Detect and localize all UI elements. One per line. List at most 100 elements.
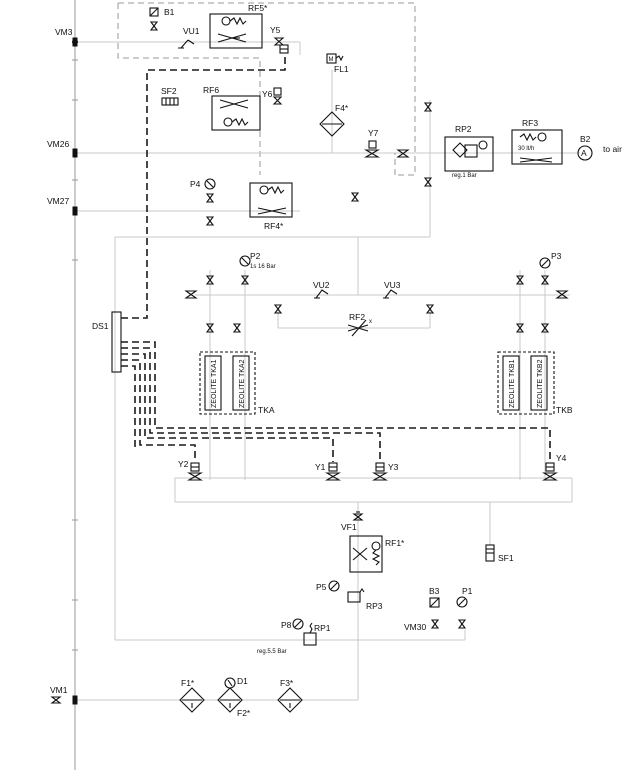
rf4-flow-regulator bbox=[249, 182, 293, 218]
bypass-valves[interactable] bbox=[396, 102, 433, 187]
d1-label: D1 bbox=[237, 676, 248, 686]
vm3-label: VM3 bbox=[55, 27, 73, 37]
tkb-tank-group bbox=[497, 351, 555, 415]
tka-label: TKA bbox=[258, 405, 275, 415]
tkb-label: TKB bbox=[556, 405, 573, 415]
ds1-label: DS1 bbox=[92, 321, 109, 331]
vm27-label: VM27 bbox=[47, 196, 69, 206]
f4-filter-icon bbox=[319, 111, 345, 137]
p5-gauge-icon bbox=[328, 580, 340, 592]
fl1-label: FL1 bbox=[334, 64, 349, 74]
y2-label: Y2 bbox=[178, 459, 189, 469]
tka2-label: ZEOLITE TKA2 bbox=[239, 359, 246, 408]
p3-label: P3 bbox=[551, 251, 562, 261]
y7-label: Y7 bbox=[368, 128, 379, 138]
rf2-x: x bbox=[369, 319, 372, 325]
rp1-label: RP1 bbox=[314, 623, 331, 633]
rp2-setting: reg.1 Bar bbox=[452, 173, 477, 179]
vm27-valve[interactable] bbox=[72, 206, 78, 216]
control-lines-dashed bbox=[121, 55, 551, 462]
rp1-pressure-regulator bbox=[303, 622, 317, 646]
y2-solenoid-valve[interactable] bbox=[186, 462, 204, 481]
vf1-flow-valve-icon bbox=[352, 511, 364, 521]
f4-label: F4* bbox=[335, 103, 349, 113]
fl1-flow-sensor-icon: M bbox=[326, 53, 344, 64]
f2-label: F2* bbox=[237, 708, 251, 718]
p8-label: P8 bbox=[281, 620, 292, 630]
rf3-setting: 30 lt/h bbox=[518, 146, 534, 152]
vm26-label: VM26 bbox=[47, 139, 69, 149]
vu1-label: VU1 bbox=[183, 26, 200, 36]
rf4-side-valves[interactable] bbox=[350, 192, 360, 202]
piping bbox=[75, 41, 580, 701]
rp2-pressure-regulator bbox=[444, 136, 494, 172]
y1-solenoid-valve[interactable] bbox=[324, 462, 342, 481]
y4-label: Y4 bbox=[556, 453, 567, 463]
rf6-label: RF6 bbox=[203, 85, 219, 95]
p8-gauge-icon bbox=[292, 618, 304, 630]
upper-valve-row[interactable] bbox=[184, 275, 569, 333]
tkb2-label: ZEOLITE TKB2 bbox=[537, 359, 544, 408]
vm3-valve[interactable] bbox=[72, 37, 78, 47]
ds1-manifold bbox=[111, 311, 122, 373]
vm30-label: VM30 bbox=[404, 622, 426, 632]
b3-label: B3 bbox=[429, 586, 440, 596]
f3-label: F3* bbox=[280, 678, 294, 688]
rf2-restrictor-icon bbox=[347, 319, 369, 337]
y5-label: Y5 bbox=[270, 25, 281, 35]
bus-ticks bbox=[72, 59, 78, 651]
top-enclosure-dashed bbox=[118, 2, 416, 176]
rf1-flow-regulator bbox=[349, 535, 383, 573]
f1-filter-icon bbox=[179, 687, 205, 713]
svg-text:M: M bbox=[329, 57, 334, 63]
b2-symbol: A bbox=[581, 148, 587, 158]
y3-solenoid-valve[interactable] bbox=[371, 462, 389, 481]
p2-pressure-switch bbox=[239, 255, 251, 267]
p4-gauge-icon bbox=[204, 178, 216, 226]
vu1-check-valve-icon bbox=[178, 39, 195, 49]
y1-label: Y1 bbox=[315, 462, 326, 472]
vf1-label: VF1 bbox=[341, 522, 357, 532]
y5-solenoid-valve[interactable] bbox=[273, 37, 289, 54]
rf3-flow-regulator bbox=[511, 129, 563, 165]
vu2-label: VU2 bbox=[313, 280, 330, 290]
vu3-label: VU3 bbox=[384, 280, 401, 290]
sf2-silencer-icon bbox=[161, 97, 179, 106]
rf3-label: RF3 bbox=[522, 118, 538, 128]
vm26-valve[interactable] bbox=[72, 148, 78, 158]
b1-label: B1 bbox=[164, 7, 175, 17]
vu3-check-valve-icon bbox=[383, 289, 398, 299]
rf2-label: RF2 bbox=[349, 312, 365, 322]
p5-label: P5 bbox=[316, 582, 327, 592]
y7-solenoid-valve[interactable] bbox=[363, 140, 381, 158]
p2-setting: 1s 16 Bar bbox=[250, 264, 276, 270]
p1-label: P1 bbox=[462, 586, 473, 596]
f3-filter-icon bbox=[277, 687, 303, 713]
p3-gauge-icon bbox=[539, 257, 551, 269]
tkb1-label: ZEOLITE TKB1 bbox=[509, 359, 516, 408]
rf1-label: RF1* bbox=[385, 538, 405, 548]
y6-label: Y6 bbox=[262, 89, 273, 99]
b1-sensor-icon bbox=[149, 7, 159, 31]
vu2-check-valve-icon bbox=[314, 289, 329, 299]
rf5-flow-regulator bbox=[209, 13, 263, 49]
sf1-label: SF1 bbox=[498, 553, 514, 563]
b2-flowmeter bbox=[577, 145, 593, 161]
sf2-label: SF2 bbox=[161, 86, 177, 96]
rf4-label: RF4* bbox=[264, 221, 284, 231]
rp2-label: RP2 bbox=[455, 124, 472, 134]
b3-sensor-icon bbox=[429, 597, 440, 629]
b2-label: B2 bbox=[580, 134, 591, 144]
y3-label: Y3 bbox=[388, 462, 399, 472]
tka1-label: ZEOLITE TKA1 bbox=[211, 359, 218, 408]
vm1-valve[interactable] bbox=[50, 695, 78, 705]
y6-solenoid-valve[interactable] bbox=[272, 87, 283, 105]
y4-solenoid-valve[interactable] bbox=[541, 462, 559, 481]
p2-label: P2 bbox=[250, 251, 261, 261]
rp1-setting: reg.5.5 Bar bbox=[257, 649, 287, 655]
rf5-label: RF5* bbox=[248, 3, 268, 13]
tka-tank-group bbox=[199, 351, 256, 415]
rp3-label: RP3 bbox=[366, 601, 383, 611]
